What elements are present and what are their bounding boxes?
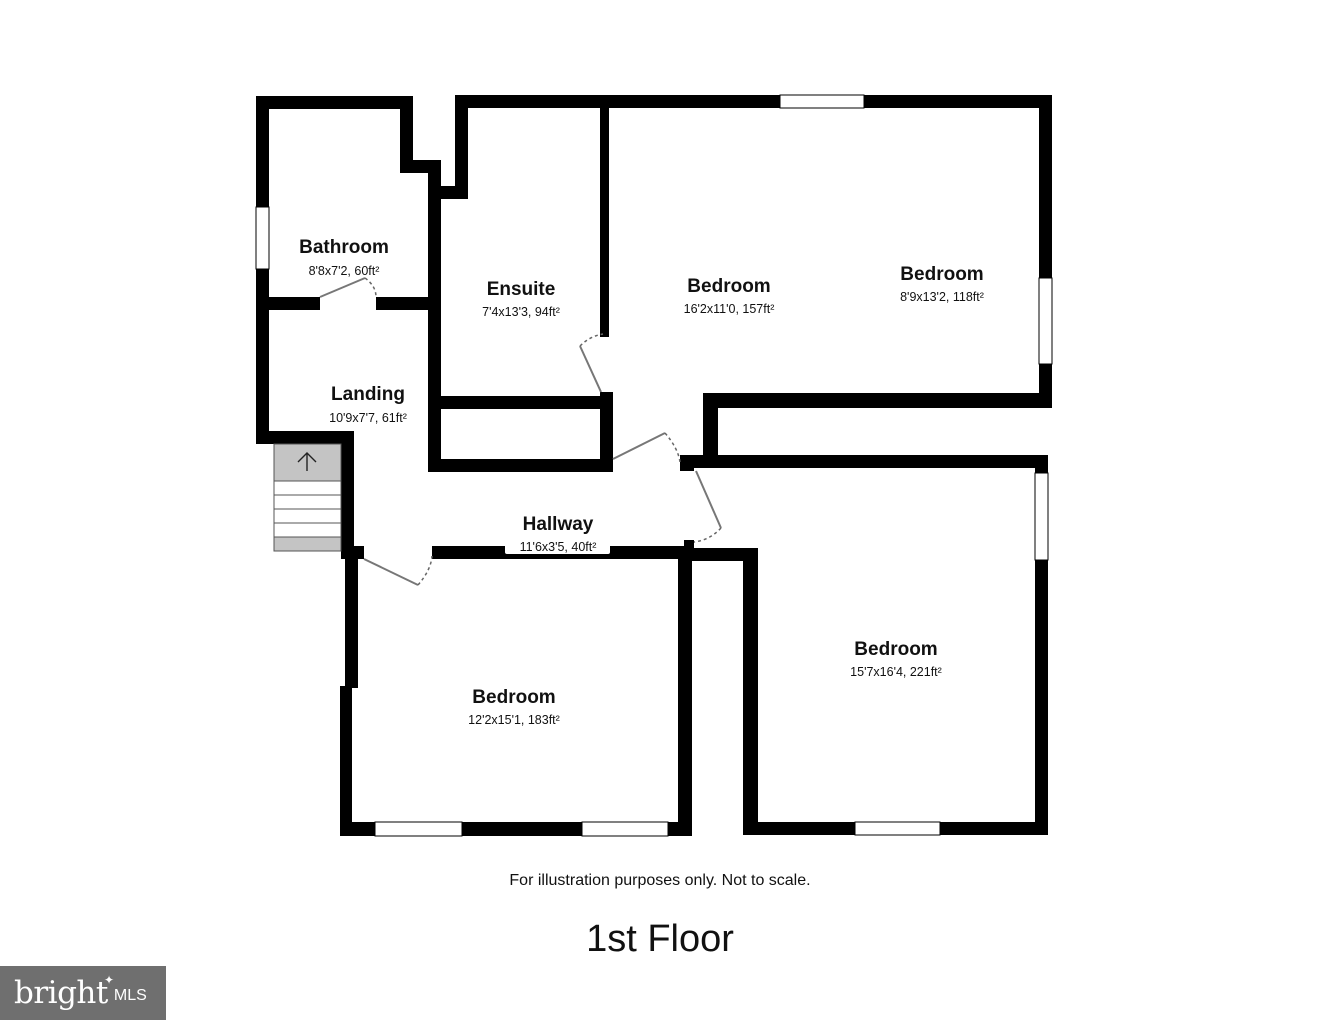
door-swing [693, 527, 722, 543]
wall [1035, 560, 1048, 835]
door-swing [364, 277, 377, 298]
door-leaf [695, 470, 722, 529]
wall [462, 822, 582, 836]
wall [256, 431, 354, 444]
doors [319, 277, 722, 586]
wall [1035, 455, 1048, 473]
wall [428, 459, 613, 472]
ensuite-dims: 7'4x13'3, 94ft² [482, 305, 560, 319]
door-swing [579, 333, 604, 347]
wall [428, 160, 441, 472]
wall [690, 548, 758, 561]
window [1034, 472, 1049, 561]
wall [256, 297, 320, 310]
bathroom-name: Bathroom [299, 237, 389, 258]
wall [680, 455, 1048, 468]
staircase [273, 443, 342, 552]
wall [940, 822, 1048, 835]
landing-name: Landing [331, 384, 405, 405]
window [854, 821, 941, 836]
window [779, 94, 865, 109]
window [374, 821, 463, 837]
logo-word: bright [14, 975, 108, 1011]
door-leaf [319, 277, 366, 298]
windows [255, 94, 1053, 837]
wall [864, 95, 1052, 108]
wall [345, 546, 358, 688]
stair-step [273, 522, 342, 538]
wall [340, 686, 352, 836]
walls [256, 95, 1052, 836]
wall [743, 822, 855, 835]
room-labels: Bathroom 8'8x7'2, 60ft² Ensuite 7'4x13'3… [299, 237, 984, 727]
wall [256, 96, 413, 109]
bedroom-3-dims: 15'7x16'4, 221ft² [850, 665, 942, 679]
wall [441, 396, 613, 409]
bedroom-2-dims: 8'9x13'2, 118ft² [900, 290, 984, 304]
bedroom-1-name: Bedroom [687, 276, 770, 297]
wall [340, 822, 375, 836]
wall [455, 95, 780, 108]
wall [743, 548, 758, 835]
floor-plan: Bathroom 8'8x7'2, 60ft² Ensuite 7'4x13'3… [255, 94, 1053, 837]
hallway-label-bg [505, 539, 610, 554]
door-leaf [612, 432, 666, 460]
bedroom-4-name: Bedroom [472, 687, 555, 708]
window [1038, 277, 1053, 365]
wall [376, 297, 441, 310]
floor-title: 1st Floor [586, 918, 734, 960]
wall [600, 392, 613, 472]
wall [680, 459, 694, 471]
bright-mls-logo: bright MLS ✦ [0, 966, 166, 1020]
bedroom-2-name: Bedroom [900, 264, 983, 285]
logo-sub: MLS [113, 987, 147, 1004]
wall [455, 95, 468, 199]
bedroom-3-name: Bedroom [854, 639, 937, 660]
wall [703, 393, 718, 459]
ensuite-name: Ensuite [487, 279, 556, 300]
wall [341, 431, 354, 559]
bathroom-dims: 8'8x7'2, 60ft² [309, 264, 380, 278]
wall [678, 546, 692, 836]
wall [256, 96, 269, 444]
stair-step [273, 508, 342, 524]
wall [400, 96, 413, 172]
wall [600, 105, 609, 337]
up-arrow-icon [297, 452, 317, 471]
stair-step [273, 536, 342, 552]
hallway-dims: 11'6x3'5, 40ft² [520, 540, 597, 554]
window [581, 821, 669, 837]
wall [703, 393, 1052, 408]
hallway-name: Hallway [523, 514, 594, 535]
landing-dims: 10'9x7'7, 61ft² [329, 411, 407, 425]
stair-step [273, 480, 342, 496]
window [255, 206, 270, 270]
bedroom-1-dims: 16'2x11'0, 157ft² [684, 302, 775, 316]
door-leaf [579, 345, 602, 393]
door-swing [664, 432, 681, 463]
door-leaf [363, 558, 419, 586]
star-icon: ✦ [104, 973, 115, 987]
wall [1039, 95, 1052, 278]
bedroom-4-dims: 12'2x15'1, 183ft² [468, 713, 560, 727]
stair-step [273, 494, 342, 510]
disclaimer: For illustration purposes only. Not to s… [509, 872, 811, 889]
door-swing [417, 555, 433, 586]
